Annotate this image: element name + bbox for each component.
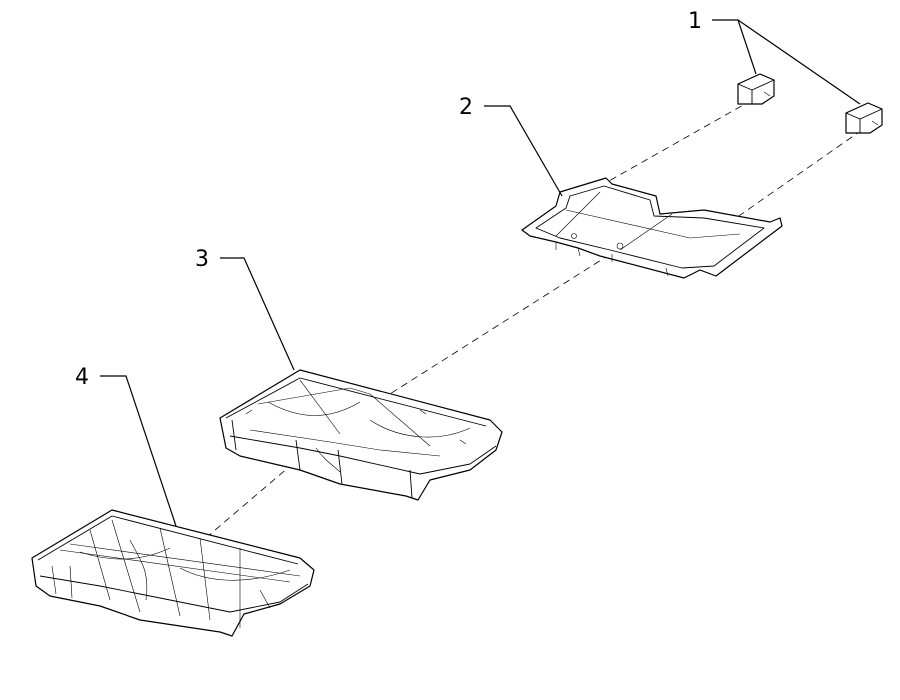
clip-part-right: [845, 102, 883, 134]
leader-lines: [100, 19, 861, 527]
assembly-guide-lines: [179, 99, 863, 561]
seat-frame-plate-part: [521, 177, 783, 279]
callout-label-2: 2: [459, 95, 473, 120]
callout-label-1: 1: [688, 9, 702, 34]
seat-cushion-cover-part: [31, 509, 315, 637]
callout-label-3: 3: [195, 247, 209, 272]
seat-cushion-pad-part: [219, 369, 503, 501]
clip-part-left: [737, 73, 775, 105]
callout-label-4: 4: [75, 365, 89, 390]
